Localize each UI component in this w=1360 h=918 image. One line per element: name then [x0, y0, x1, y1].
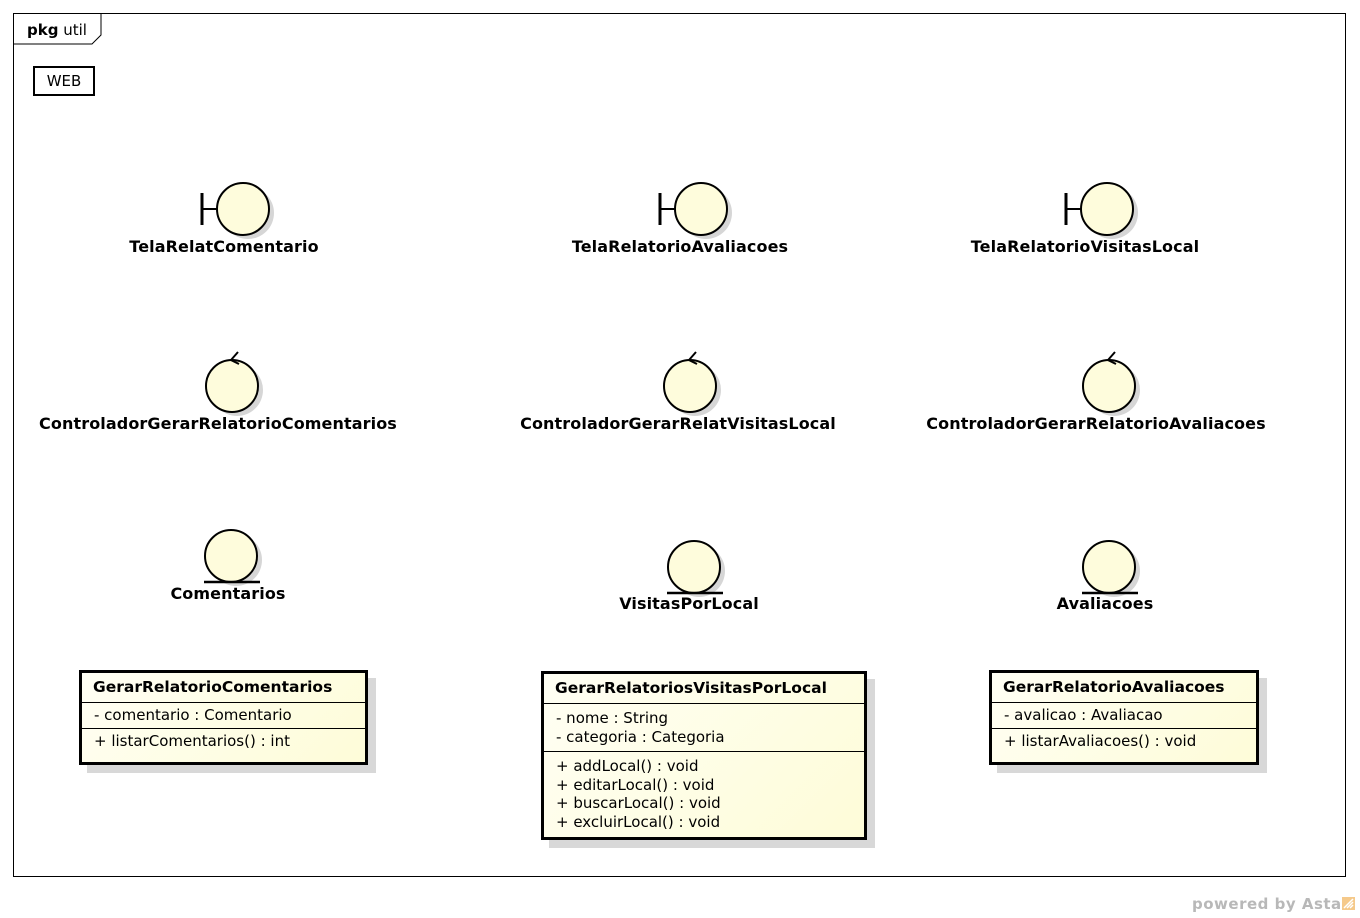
- class-operation: + excluirLocal() : void: [556, 812, 721, 831]
- entity-icon: [667, 540, 725, 597]
- control-label-avaliacoes: ControladorGerarRelatorioAvaliacoes: [926, 414, 1266, 433]
- entity-icon: [1082, 540, 1140, 597]
- class-operations: + listarComentarios() : int: [82, 729, 365, 754]
- boundary-label-tela-relatorio-avaliacoes: TelaRelatorioAvaliacoes: [571, 237, 789, 256]
- class-attributes: - nome : String - categoria : Categoria: [544, 704, 864, 752]
- class-name: GerarRelatorioAvaliacoes: [992, 673, 1256, 703]
- boundary-icon: [200, 182, 274, 239]
- class-name: GerarRelatorioComentarios: [82, 673, 365, 703]
- entity-label-comentarios: Comentarios: [170, 584, 286, 603]
- class-operations: + listarAvaliacoes() : void: [992, 729, 1256, 754]
- class-operation: + listarAvaliacoes() : void: [1004, 731, 1197, 750]
- boundary-label-tela-relatorio-visitas-local: TelaRelatorioVisitasLocal: [970, 237, 1200, 256]
- control-icon: [205, 351, 263, 416]
- class-box-gerar-relatorios-visitas-por-local: GerarRelatoriosVisitasPorLocal - nome : …: [541, 671, 867, 840]
- entity-icon: [204, 529, 262, 586]
- boundary-icon: [1064, 182, 1138, 239]
- class-operation: + addLocal() : void: [556, 757, 699, 775]
- package-label: pkg util: [27, 21, 87, 39]
- class-operations: + addLocal() : void + editarLocal() : vo…: [544, 752, 864, 834]
- class-operation: + listarComentarios() : int: [94, 731, 290, 750]
- boundary-icon: [658, 182, 732, 239]
- class-attributes: - comentario : Comentario: [82, 703, 365, 729]
- control-label-comentarios: ControladorGerarRelatorioComentarios: [39, 414, 397, 433]
- powered-by-text: powered by Astah: [1192, 895, 1353, 913]
- class-operation: + editarLocal() : void: [556, 775, 715, 794]
- control-label-visitas-local: ControladorGerarRelatVisitasLocal: [520, 414, 836, 433]
- control-icon: [1082, 351, 1140, 416]
- class-attribute: - nome : String: [556, 709, 669, 727]
- class-name: GerarRelatoriosVisitasPorLocal: [544, 674, 864, 704]
- entity-label-visitas-por-local: VisitasPorLocal: [619, 594, 759, 613]
- astah-logo-icon: [1342, 897, 1355, 910]
- class-box-gerar-relatorio-comentarios: GerarRelatorioComentarios - comentario :…: [79, 670, 368, 765]
- control-icon: [663, 351, 721, 416]
- class-attribute: - categoria : Categoria: [556, 727, 725, 746]
- package-name: util: [63, 21, 87, 39]
- entity-label-avaliacoes: Avaliacoes: [1056, 594, 1154, 613]
- package-keyword: pkg: [27, 21, 59, 39]
- class-box-gerar-relatorio-avaliacoes: GerarRelatorioAvaliacoes - avalicao : Av…: [989, 670, 1259, 765]
- package-frame: [13, 13, 1346, 877]
- class-attribute: - comentario : Comentario: [94, 706, 292, 724]
- web-note-text: WEB: [46, 72, 82, 90]
- class-attribute: - avalicao : Avaliacao: [1004, 706, 1163, 724]
- class-attributes: - avalicao : Avaliacao: [992, 703, 1256, 729]
- web-note: WEB: [33, 66, 95, 96]
- boundary-label-tela-relat-comentario: TelaRelatComentario: [129, 237, 319, 256]
- class-operation: + buscarLocal() : void: [556, 794, 721, 812]
- package-tab: [13, 13, 102, 45]
